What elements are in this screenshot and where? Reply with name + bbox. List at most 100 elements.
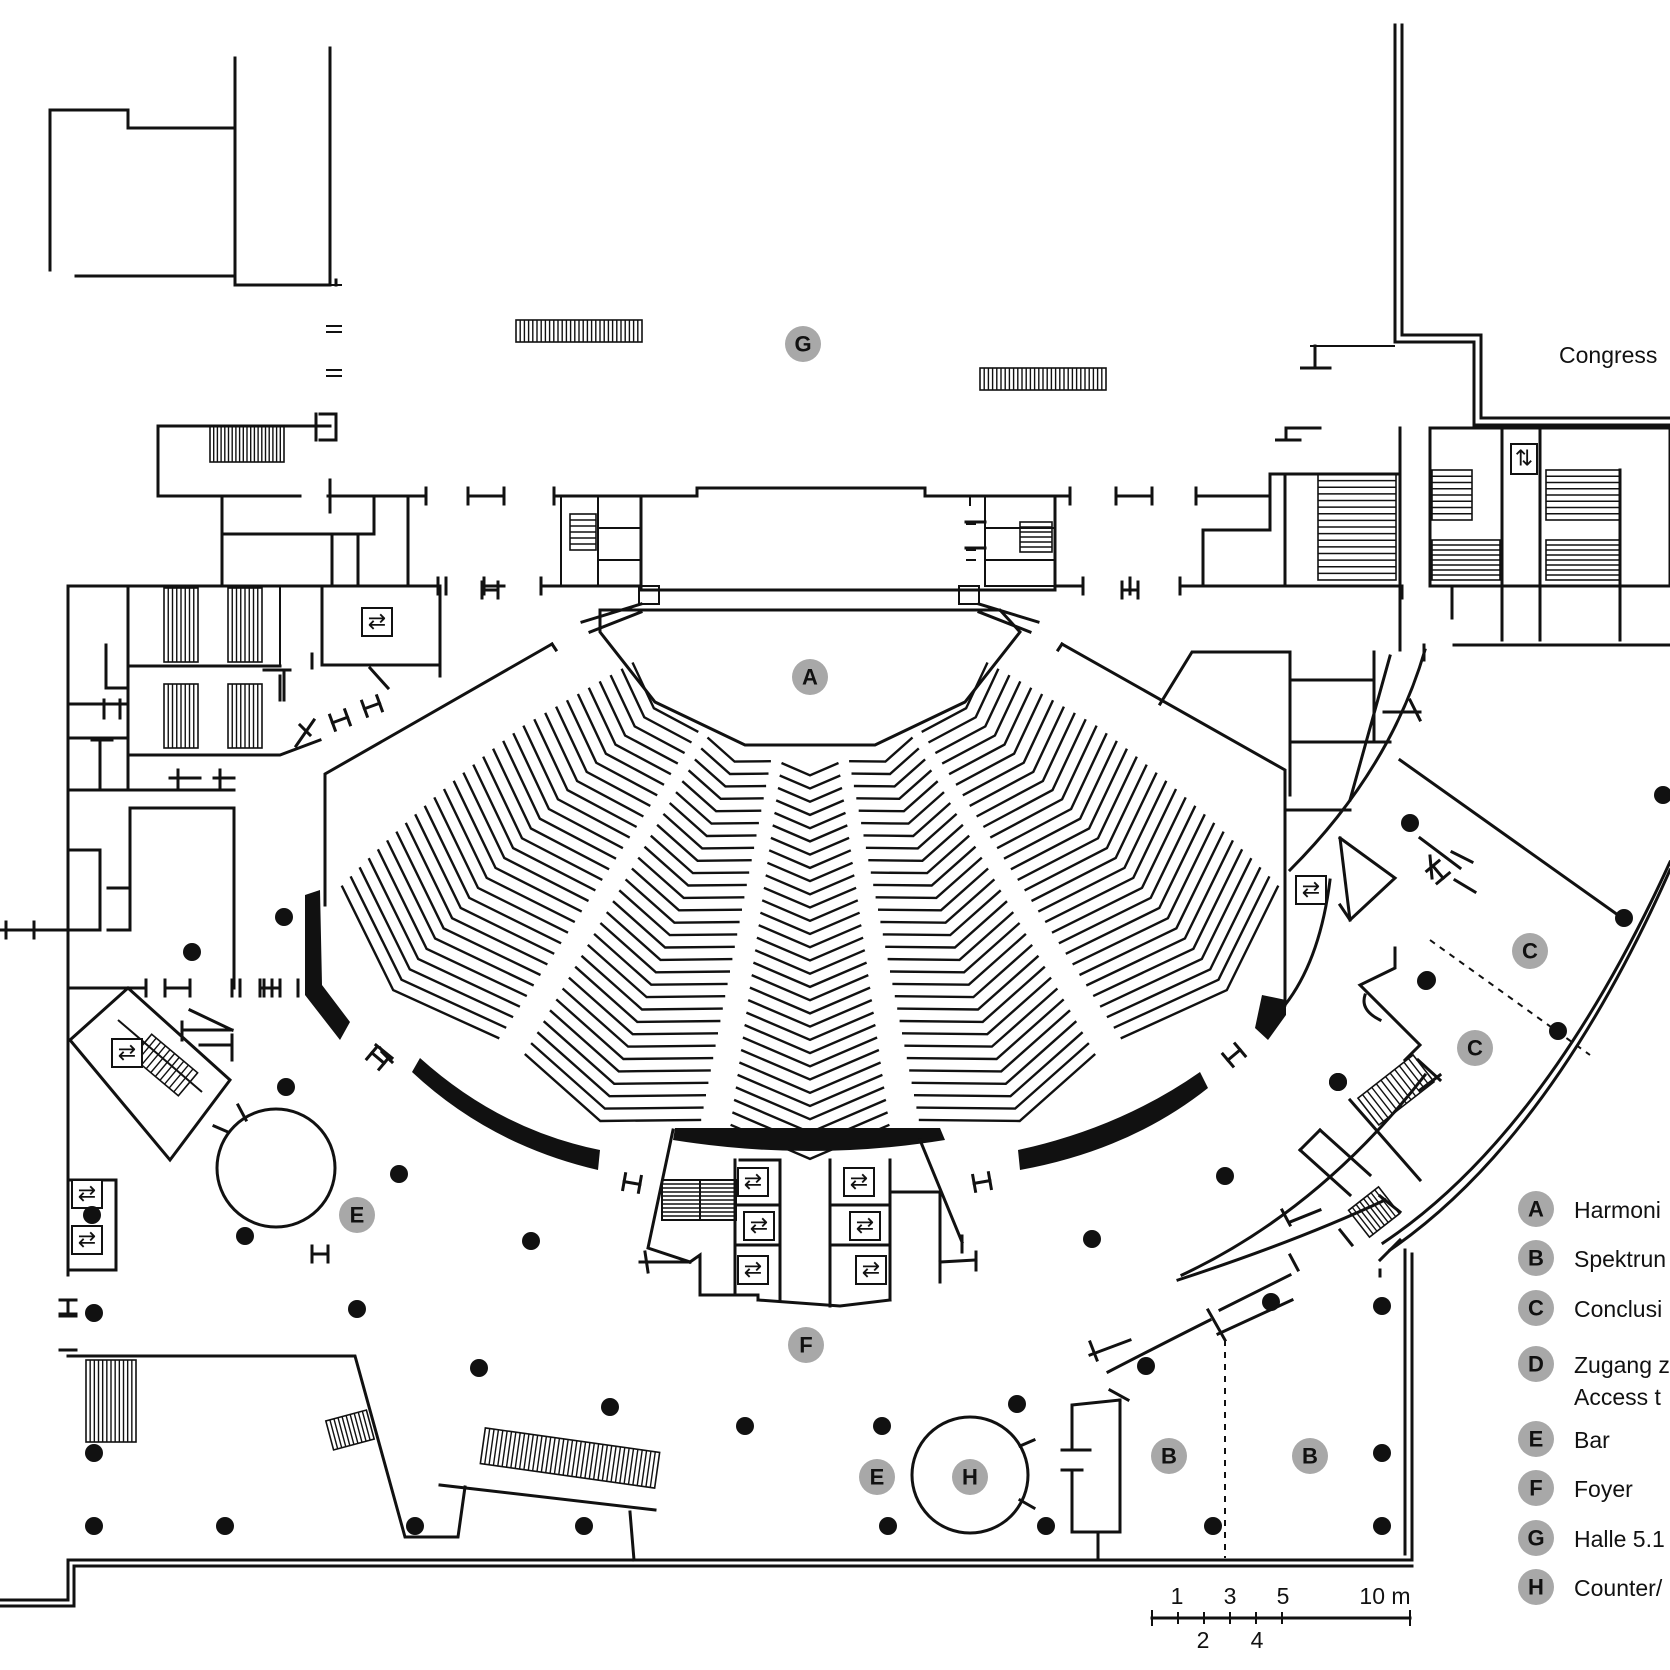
seat-row — [694, 758, 767, 788]
column — [522, 1232, 540, 1250]
elevator-icon: ⇅ — [1510, 443, 1538, 475]
elevator-icon: ⇄ — [855, 1255, 887, 1285]
zone-marker-c-upper[interactable]: C — [1512, 933, 1548, 969]
column — [1549, 1022, 1567, 1040]
seat-row — [618, 889, 738, 937]
door-mark — [970, 1170, 994, 1194]
seat-row — [885, 900, 1008, 949]
zone-marker-b-left[interactable]: B — [1151, 1438, 1187, 1474]
seat-row — [906, 998, 1065, 1061]
seat-row — [1078, 831, 1225, 977]
svg-text:⇅: ⇅ — [1515, 447, 1533, 472]
column — [83, 1206, 101, 1224]
columns — [83, 786, 1670, 1535]
column — [1137, 1357, 1155, 1375]
seat-row — [404, 822, 548, 966]
seat-row — [737, 1073, 883, 1108]
seat-row — [916, 1042, 1090, 1110]
seat-row — [700, 747, 769, 776]
svg-text:⇄: ⇄ — [850, 1170, 868, 1195]
seat-row — [880, 878, 996, 924]
stair-hatch — [1431, 469, 1473, 521]
svg-text:E: E — [870, 1465, 885, 1490]
seat-row — [522, 725, 631, 839]
seat-row — [580, 954, 723, 1011]
seat-row — [982, 718, 1087, 829]
seat-row — [530, 1042, 704, 1110]
scale-bar: 1 3 5 10 m 2 4 — [1150, 1583, 1412, 1653]
auditorium-walls — [305, 641, 1287, 1170]
seat-row — [1003, 740, 1118, 860]
seat-row — [904, 987, 1059, 1048]
seat-row — [555, 706, 651, 807]
seat-row — [996, 732, 1108, 850]
seat-row — [706, 736, 771, 763]
seat-row — [650, 834, 750, 875]
svg-text:⇄: ⇄ — [744, 1170, 762, 1195]
seat-row — [861, 791, 945, 825]
seat-row — [524, 1053, 702, 1123]
escalator-hatch — [227, 587, 263, 663]
column — [1654, 786, 1670, 804]
legend-label-a: Harmoni — [1574, 1197, 1661, 1223]
congress-label: Congress — [1559, 342, 1657, 368]
seat-row — [851, 747, 920, 776]
column — [85, 1304, 103, 1322]
east-foyer-walls — [910, 648, 1670, 1562]
seat-row — [747, 998, 873, 1028]
svg-text:C: C — [1467, 1036, 1483, 1061]
seat-row — [568, 976, 719, 1036]
seat-row — [756, 936, 864, 962]
seat-row — [766, 861, 854, 883]
door-mark — [359, 693, 385, 719]
seat-row — [1106, 866, 1262, 1019]
seat-row — [918, 1053, 1096, 1123]
zone-marker-f[interactable]: F — [788, 1327, 824, 1363]
zone-marker-a[interactable]: A — [792, 659, 828, 695]
column — [1204, 1517, 1222, 1535]
seat-row — [1065, 813, 1206, 955]
scale-label-4: 4 — [1251, 1627, 1264, 1653]
legend-label-b: Spektrun — [1574, 1246, 1666, 1272]
stair-hatch — [1545, 469, 1621, 521]
door-mark — [1220, 1041, 1248, 1069]
seat-row — [913, 1031, 1084, 1098]
legend-item-b: B — [1518, 1240, 1554, 1276]
svg-text:⇄: ⇄ — [118, 1041, 136, 1066]
elevator-icons: ⇄⇄⇄⇄⇄⇄⇄⇄⇄⇄⇄ — [71, 607, 1327, 1285]
zone-marker-e-west[interactable]: E — [339, 1197, 375, 1233]
column — [236, 1227, 254, 1245]
seat-row — [395, 831, 542, 977]
column — [1216, 1167, 1234, 1185]
seat-row — [656, 823, 752, 863]
seat-row — [853, 758, 926, 788]
seat-row — [482, 756, 603, 881]
column — [1037, 1517, 1055, 1535]
zone-marker-e-south[interactable]: E — [859, 1459, 895, 1495]
column — [873, 1417, 891, 1435]
zone-marker-b-right[interactable]: B — [1292, 1438, 1328, 1474]
door-mark — [620, 1171, 644, 1195]
seat-row — [1072, 822, 1216, 966]
stair-hatch — [1431, 539, 1501, 581]
zone-marker-c-lower[interactable]: C — [1457, 1030, 1493, 1066]
seat-row — [758, 924, 862, 949]
column — [879, 1517, 897, 1535]
column — [1615, 909, 1633, 927]
seat-row — [340, 885, 500, 1040]
svg-text:F: F — [1529, 1476, 1542, 1501]
column — [85, 1517, 103, 1535]
svg-text:⇄: ⇄ — [750, 1214, 768, 1239]
column — [601, 1398, 619, 1416]
elevator-icon: ⇄ — [849, 1211, 881, 1241]
seat-row — [863, 802, 952, 838]
zone-marker-g[interactable]: G — [785, 326, 821, 362]
seat-row — [367, 857, 521, 1008]
scale-label-2: 2 — [1197, 1627, 1210, 1653]
zone-marker-h[interactable]: H — [952, 1459, 988, 1495]
seat-row — [631, 867, 743, 912]
seat-row — [775, 799, 845, 817]
seat-row — [1044, 788, 1178, 924]
column — [736, 1417, 754, 1435]
